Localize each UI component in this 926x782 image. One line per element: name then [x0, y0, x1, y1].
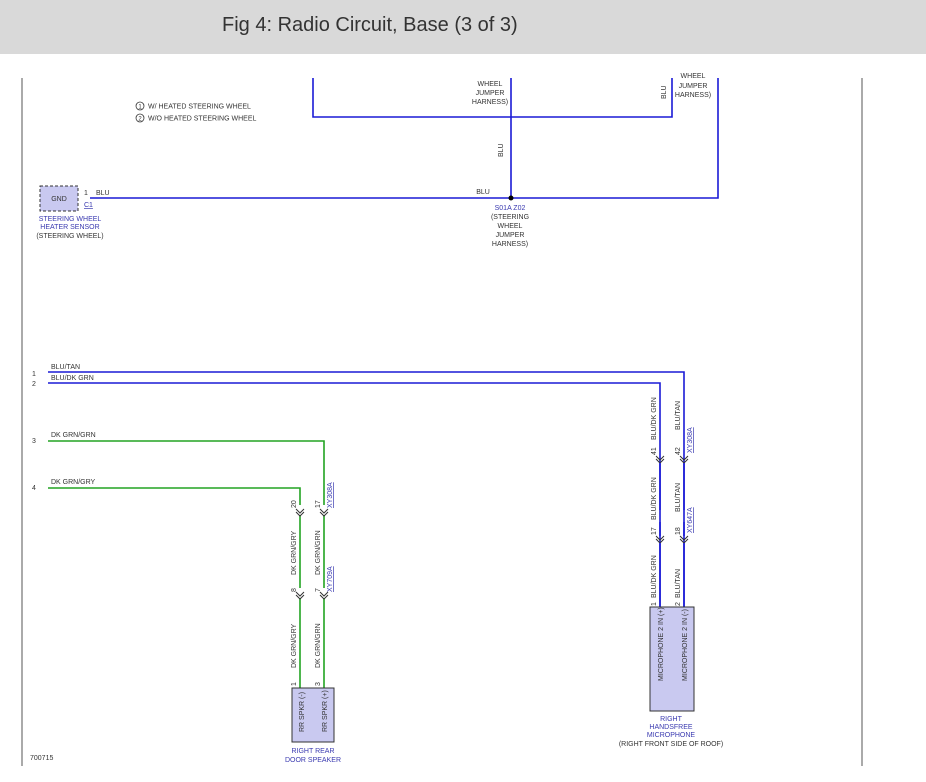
svg-text:RR SPKR (-): RR SPKR (-) [299, 692, 306, 732]
sensor-connector: C1 [84, 202, 93, 209]
top-blue-wires [90, 78, 719, 199]
svg-text:WHEEL: WHEEL [681, 73, 706, 80]
svg-text:JUMPER: JUMPER [496, 232, 525, 239]
svg-text:DK GRN/GRN: DK GRN/GRN [51, 432, 96, 439]
legend-item-not-heated: 2 W/O HEATED STEERING WHEEL [135, 113, 256, 123]
svg-text:7: 7 [315, 588, 322, 592]
wire-label-blu-vertical-a: BLU [498, 143, 505, 157]
legend-item-heated: 1 W/ HEATED STEERING WHEEL [135, 101, 251, 111]
svg-text:BLU/DK GRN: BLU/DK GRN [651, 477, 658, 520]
svg-text:HANDSFREE: HANDSFREE [649, 724, 693, 731]
svg-text:MICROPHONE: MICROPHONE [647, 732, 696, 739]
svg-text:S01A Z02: S01A Z02 [495, 205, 526, 212]
right-rear-door-speaker: RR SPKR (-) RR SPKR (+) RIGHT REAR DOOR … [285, 687, 341, 764]
svg-text:BLU/TAN: BLU/TAN [675, 401, 682, 430]
harness-label-b: WHEEL JUMPER HARNESS) [675, 73, 711, 99]
svg-text:2: 2 [32, 381, 36, 388]
svg-text:HARNESS): HARNESS) [472, 99, 508, 106]
green-wires-to-speaker [48, 440, 325, 688]
figure-header: Fig 4: Radio Circuit, Base (3 of 3) [0, 0, 926, 54]
figure-title: Fig 4: Radio Circuit, Base (3 of 3) [222, 14, 518, 36]
svg-text:1: 1 [651, 602, 658, 606]
svg-text:1: 1 [32, 371, 36, 378]
svg-text:W/O HEATED STEERING WHEEL: W/O HEATED STEERING WHEEL [148, 116, 256, 123]
svg-text:RR SPKR (+): RR SPKR (+) [322, 690, 329, 732]
steering-wheel-heater-sensor: GND 1 BLU C1 STEERING WHEEL HEATER SENSO… [36, 185, 110, 240]
mic-connector-1: XY308A [687, 427, 694, 453]
svg-text:41: 41 [651, 447, 658, 455]
svg-text:DK GRN/GRY: DK GRN/GRY [51, 479, 96, 486]
svg-text:WHEEL: WHEEL [498, 223, 523, 230]
svg-text:(RIGHT FRONT SIDE OF ROOF): (RIGHT FRONT SIDE OF ROOF) [619, 741, 723, 748]
svg-text:STEERING WHEEL: STEERING WHEEL [39, 216, 102, 223]
speaker-connector-1: XY308A [327, 482, 334, 508]
splice-dot [508, 195, 514, 201]
left-pin-numbers: 1 2 3 4 [32, 371, 36, 492]
connector-symbols [295, 455, 689, 600]
splice-label: BLU S01A Z02 (STEERING WHEEL JUMPER HARN… [476, 189, 529, 248]
svg-text:W/ HEATED STEERING WHEEL: W/ HEATED STEERING WHEEL [148, 104, 251, 111]
svg-text:42: 42 [675, 447, 682, 455]
wiring-diagram: WHEEL JUMPER HARNESS) WHEEL JUMPER HARNE… [21, 73, 863, 766]
svg-text:17: 17 [651, 527, 658, 535]
svg-text:WHEEL: WHEEL [478, 81, 503, 88]
blue-wires-to-microphone [48, 371, 685, 607]
svg-text:DOOR SPEAKER: DOOR SPEAKER [285, 757, 341, 764]
harness-label-a: WHEEL JUMPER HARNESS) [472, 81, 508, 106]
diagram-frame [21, 78, 863, 766]
svg-text:4: 4 [32, 485, 36, 492]
svg-text:HARNESS): HARNESS) [675, 92, 711, 99]
svg-text:BLU: BLU [476, 189, 490, 196]
svg-text:MICROPHONE 2 IN (-): MICROPHONE 2 IN (-) [682, 609, 689, 681]
wire-labels-top: BLU/TAN BLU/DK GRN DK GRN/GRN DK GRN/GRY [51, 364, 96, 486]
svg-text:DK GRN/GRY: DK GRN/GRY [291, 623, 298, 668]
svg-text:(STEERING WHEEL): (STEERING WHEEL) [36, 233, 103, 240]
svg-text:18: 18 [675, 527, 682, 535]
legend: 1 W/ HEATED STEERING WHEEL 2 W/O HEATED … [135, 101, 256, 123]
wire-label-blu-vertical-b: BLU [661, 85, 668, 99]
svg-text:1: 1 [291, 682, 298, 686]
svg-text:BLU/DK GRN: BLU/DK GRN [51, 375, 94, 382]
svg-text:2: 2 [675, 602, 682, 606]
svg-text:JUMPER: JUMPER [476, 90, 505, 97]
svg-text:BLU/DK GRN: BLU/DK GRN [651, 397, 658, 440]
gnd-label: GND [51, 196, 67, 203]
svg-text:BLU/TAN: BLU/TAN [675, 483, 682, 512]
right-handsfree-microphone: MICROPHONE 2 IN (+) MICROPHONE 2 IN (-) … [619, 606, 723, 748]
svg-text:MICROPHONE 2 IN (+): MICROPHONE 2 IN (+) [658, 607, 665, 681]
svg-text:20: 20 [291, 500, 298, 508]
svg-text:HARNESS): HARNESS) [492, 241, 528, 248]
blue-wire-continuations [659, 463, 685, 607]
svg-text:RIGHT: RIGHT [660, 716, 683, 723]
speaker-branch-labels: 20 17 XY308A DK GRN/GRY DK GRN/GRN 8 7 X… [291, 482, 334, 686]
svg-text:DK GRN/GRY: DK GRN/GRY [291, 530, 298, 575]
svg-text:BLU/TAN: BLU/TAN [51, 364, 80, 371]
mic-connector-2: XY647A [687, 507, 694, 533]
sensor-pin: 1 [84, 190, 88, 197]
svg-text:17: 17 [315, 500, 322, 508]
svg-text:BLU/DK GRN: BLU/DK GRN [651, 555, 658, 598]
svg-text:RIGHT REAR: RIGHT REAR [291, 748, 334, 755]
svg-text:3: 3 [315, 682, 322, 686]
svg-text:3: 3 [32, 438, 36, 445]
figure-id: 700715 [30, 755, 53, 762]
svg-text:DK GRN/GRN: DK GRN/GRN [315, 623, 322, 668]
svg-text:DK GRN/GRN: DK GRN/GRN [315, 530, 322, 575]
svg-text:2: 2 [138, 117, 142, 123]
sensor-wire-label: BLU [96, 190, 110, 197]
svg-text:JUMPER: JUMPER [679, 83, 708, 90]
microphone-branch-labels: BLU/DK GRN BLU/TAN 41 42 XY308A BLU/DK G… [651, 397, 694, 606]
svg-text:HEATER SENSOR: HEATER SENSOR [40, 224, 99, 231]
svg-text:8: 8 [291, 588, 298, 592]
svg-text:BLU/TAN: BLU/TAN [675, 569, 682, 598]
svg-text:1: 1 [138, 105, 142, 111]
sensor-caption: STEERING WHEEL HEATER SENSOR (STEERING W… [36, 216, 103, 240]
svg-text:(STEERING: (STEERING [491, 214, 529, 221]
speaker-connector-2: XY709A [327, 566, 334, 592]
